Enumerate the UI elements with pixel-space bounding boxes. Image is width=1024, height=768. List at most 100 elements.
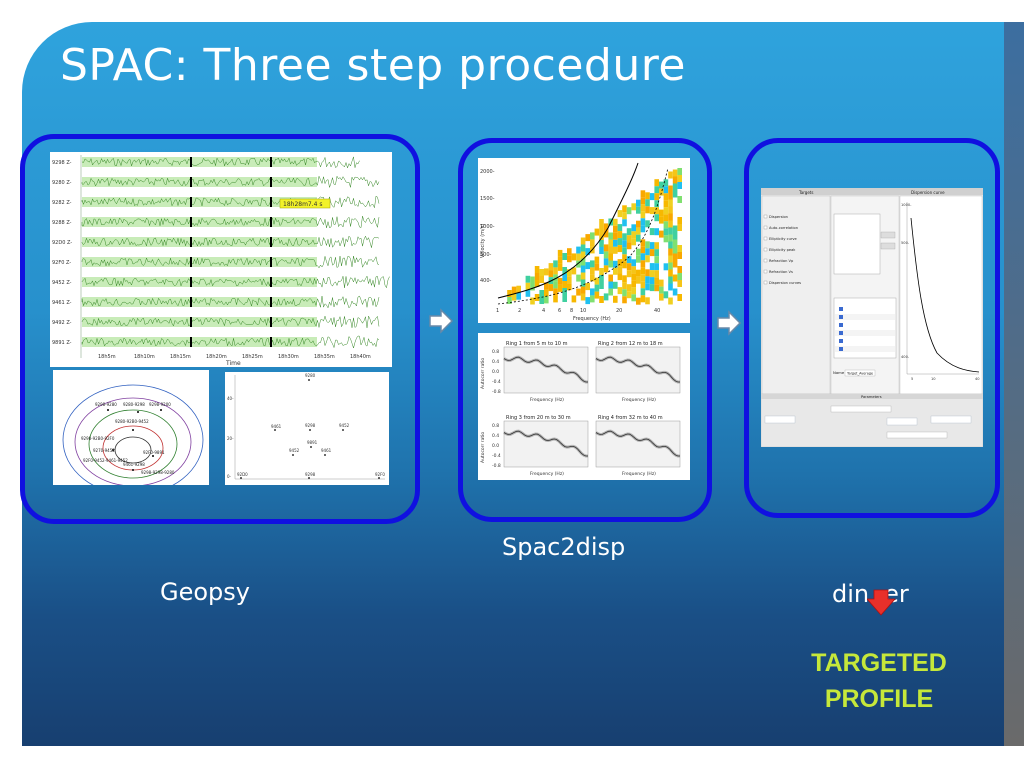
dispersion-cell xyxy=(580,265,586,273)
trace-gap-marker xyxy=(270,237,272,247)
dispersion-cell xyxy=(613,260,618,268)
targeted-line-1: TARGETED xyxy=(811,649,947,677)
dispersion-cell xyxy=(608,246,613,254)
dispersion-cell xyxy=(636,248,641,256)
dinver-target-checkbox[interactable] xyxy=(763,269,768,274)
ring-plot-frame xyxy=(595,346,681,394)
dispersion-cell xyxy=(645,220,650,228)
trace-waveform xyxy=(81,156,360,169)
trace-station-label: 92D0 Z- xyxy=(52,240,72,246)
dinver-name-value: Target_Average xyxy=(846,372,873,376)
dispersion-cell xyxy=(567,276,572,284)
geopsy-traces-panel: 9298 Z-9280 Z-9282 Z-9288 Z-92D0 Z-92F0 … xyxy=(50,152,392,367)
dinver-xtick: 40 xyxy=(975,377,980,381)
dispersion-cell xyxy=(590,267,595,275)
dinver-target-checkbox[interactable] xyxy=(763,225,768,230)
dispersion-cell xyxy=(631,273,636,281)
trace-selection-band xyxy=(82,257,317,267)
ring-curve xyxy=(503,430,588,457)
dinver-table-row[interactable] xyxy=(835,338,895,344)
svg-text:9280-92B0-9452: 9280-92B0-9452 xyxy=(115,419,149,424)
dinver-target-checkbox[interactable] xyxy=(763,214,768,219)
dinver-target-checkbox[interactable] xyxy=(763,258,768,263)
trace-selection-band xyxy=(82,237,317,247)
dinver-table-row[interactable] xyxy=(835,330,895,336)
dispersion-cell xyxy=(585,262,590,270)
dinver-target-checkbox[interactable] xyxy=(763,247,768,252)
dispersion-cell xyxy=(539,269,544,276)
ring-title: Ring 2 from 12 m to 18 m xyxy=(598,341,663,347)
dispersion-cell xyxy=(672,239,678,247)
dispersion-cell xyxy=(659,188,664,196)
svg-text:9298: 9298 xyxy=(305,472,316,477)
dinver-table-row[interactable] xyxy=(835,314,895,320)
dispersion-cell xyxy=(654,242,659,250)
dinver-target-checkbox[interactable] xyxy=(763,280,768,285)
dispersion-cell xyxy=(608,274,613,282)
dispersion-cell xyxy=(617,273,623,281)
dispersion-xtick: 8 xyxy=(570,308,573,314)
dispersion-cell xyxy=(613,246,618,254)
dispersion-cell xyxy=(668,262,673,270)
dispersion-cell xyxy=(640,225,646,233)
dispersion-cell xyxy=(640,295,646,303)
dispersion-cell xyxy=(663,221,669,229)
dinver-target-item: Refraction Vp xyxy=(769,259,794,263)
dispersion-cell xyxy=(677,273,682,280)
dinver-table-row[interactable] xyxy=(835,306,895,312)
dinver-targets-title: Targets xyxy=(798,190,813,195)
dispersion-cell xyxy=(668,269,673,277)
trace-time-tick: 18h5m xyxy=(98,354,116,360)
dispersion-cell xyxy=(677,175,682,182)
dispersion-cell xyxy=(594,263,600,271)
dispersion-cell xyxy=(599,247,604,254)
down-arrow-icon xyxy=(867,589,896,616)
dispersion-cell xyxy=(663,291,669,299)
spac2disp-box xyxy=(458,138,712,522)
trace-time-tick: 18h10m xyxy=(134,354,155,360)
trace-time-highlight xyxy=(279,198,331,209)
svg-text:92F0: 92F0 xyxy=(375,472,385,477)
dispersion-cell xyxy=(654,193,659,201)
dispersion-cell xyxy=(617,210,623,218)
svg-text:9461-9298: 9461-9298 xyxy=(123,462,145,467)
svg-text:9298: 9298 xyxy=(305,423,316,428)
dinver-ytick: 500- xyxy=(901,241,910,245)
ring-xlabel: Frequency (Hz) xyxy=(530,471,564,477)
trace-gap-marker xyxy=(270,217,272,227)
trace-time-tick: 18h15m xyxy=(170,354,191,360)
dispersion-cell xyxy=(668,248,673,256)
dinver-row-check-icon xyxy=(839,347,843,351)
ring-title: Ring 4 from 32 m to 40 m xyxy=(598,415,663,421)
dispersion-cell xyxy=(548,263,554,271)
dinver-target-checkbox[interactable] xyxy=(763,236,768,241)
dispersion-cell xyxy=(645,199,650,207)
dispersion-cell xyxy=(626,291,632,299)
dispersion-cell xyxy=(668,297,673,305)
targeted-line-2: PROFILE xyxy=(824,685,934,713)
ring-curve xyxy=(595,356,680,383)
dinver-table-row[interactable] xyxy=(835,322,895,328)
dispersion-cell xyxy=(672,274,678,282)
dispersion-cell xyxy=(663,263,669,271)
svg-text:40-: 40- xyxy=(227,396,234,401)
trace-time-tick: 18h20m xyxy=(206,354,227,360)
dinver-dispersion-title: Dispersion curve xyxy=(911,190,945,195)
dinver-target-item: Ellipticity curve xyxy=(769,237,797,241)
dinver-table-row[interactable] xyxy=(835,346,895,352)
dinver-ytick: 1000- xyxy=(901,203,912,207)
ring-ytick: -0.4 xyxy=(492,379,501,385)
dispersion-cell xyxy=(544,268,549,276)
trace-waveform xyxy=(81,295,380,309)
trace-gap-marker xyxy=(270,257,272,267)
trace-time-tick: 18h40m xyxy=(350,354,371,360)
dispersion-cell xyxy=(672,183,678,191)
dinver-name-field[interactable] xyxy=(844,369,876,377)
dispersion-ytick: 1000- xyxy=(480,224,495,230)
dispersion-cell xyxy=(654,186,659,194)
dispersion-xtick: 6 xyxy=(558,308,561,314)
